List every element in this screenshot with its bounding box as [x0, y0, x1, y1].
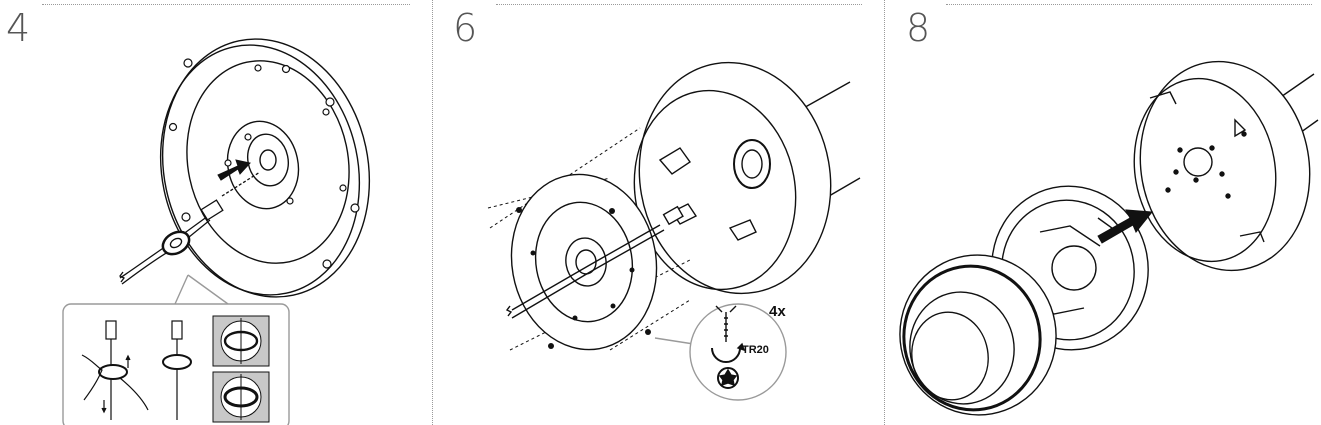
insert-arrow — [217, 159, 251, 181]
pipe — [799, 81, 861, 211]
torx-bit-label: TR20 — [742, 344, 769, 356]
torx-screwdriver — [715, 305, 737, 342]
attach-arrow — [1097, 209, 1153, 244]
dome-cover — [899, 254, 1057, 416]
step-number-4: 4 — [6, 6, 31, 50]
grommet-detail-bottom — [212, 371, 270, 423]
screw-count-label: 4x — [769, 303, 786, 320]
mounting-plate — [510, 173, 658, 351]
step-number-8: 8 — [906, 6, 931, 50]
cable — [511, 224, 665, 319]
top-rule-4 — [42, 4, 410, 5]
torx-screw-icon — [717, 367, 739, 389]
step-number-6: 6 — [453, 6, 478, 50]
cable-connector — [662, 205, 684, 226]
grommet-detail-top — [212, 315, 270, 367]
detail-illustrations — [81, 320, 192, 420]
top-rule-6 — [496, 4, 862, 5]
rubber-grommet — [161, 230, 191, 256]
panel-divider-2 — [884, 0, 885, 425]
mount-housing — [638, 61, 832, 295]
pipe — [1261, 73, 1319, 141]
mount-housing — [1139, 60, 1311, 272]
step-4-illustration — [62, 38, 371, 425]
panel-divider-1 — [432, 0, 433, 425]
rim-screws — [168, 58, 360, 269]
cable-connector — [200, 199, 224, 221]
plate-screws — [516, 207, 651, 349]
mounting-plate — [161, 38, 371, 298]
camera-module — [991, 185, 1149, 351]
top-rule-8 — [946, 4, 1312, 5]
